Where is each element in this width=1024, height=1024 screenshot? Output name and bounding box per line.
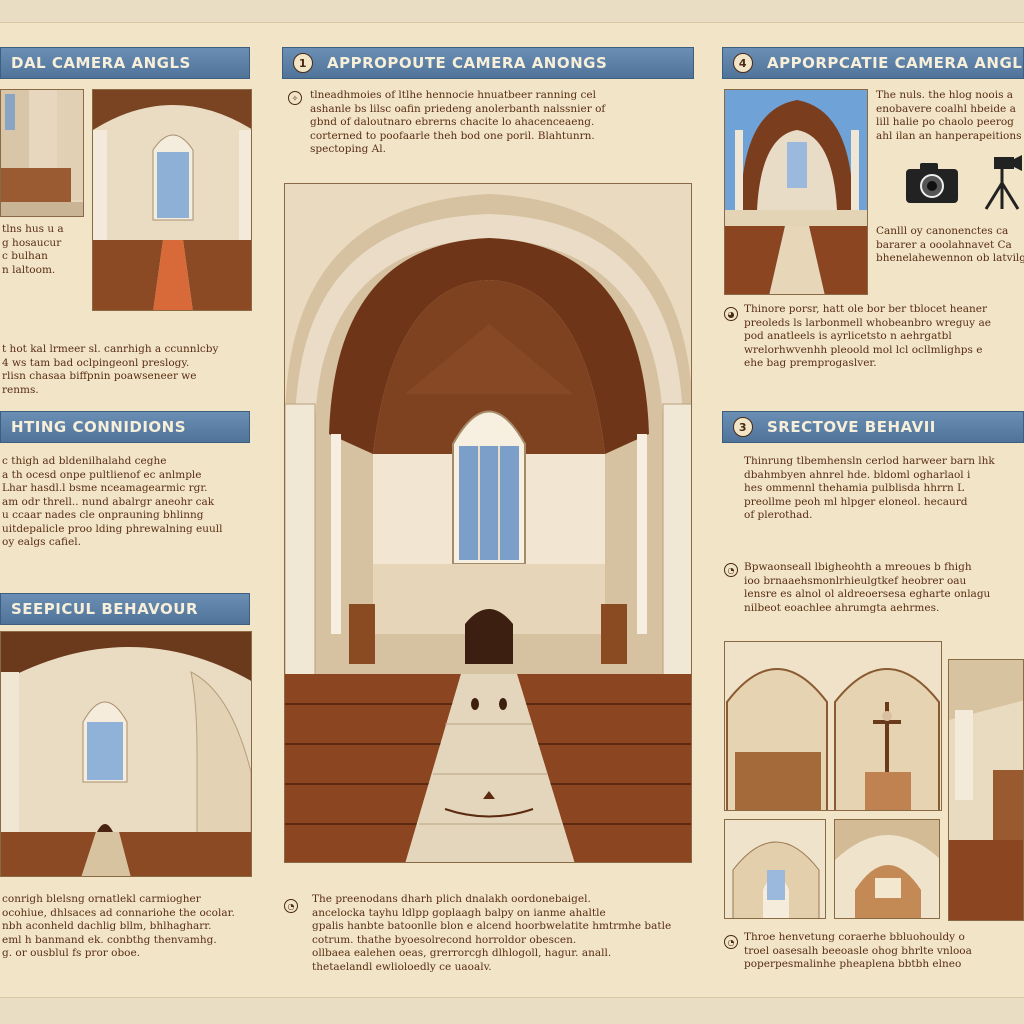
step-number-badge: 1 [293, 53, 313, 73]
center-intro-paragraph: tlneadhmoies of ltlhe hennocie hnuatbeer… [310, 89, 606, 155]
left-banner-label: DAL CAMERA ANGLS [11, 54, 191, 72]
tripod-camera-icon [980, 153, 1024, 211]
right-arch-photo-2 [834, 819, 940, 919]
right-arches-altar-illustration [724, 641, 942, 811]
center-banner-label: APPROPOUTE CAMERA ANONGS [327, 54, 608, 72]
camera-icon [904, 159, 960, 207]
left-paragraph-1: t hot kal lrmeer sl. canrhigh a ccunnlcb… [2, 343, 219, 396]
right-banner-camera-angles: 4 APPORPCATIE CAMERA ANGLS [722, 47, 1024, 79]
bullet-icon: ◔ [724, 935, 738, 949]
bullet-icon: ◔ [724, 563, 738, 577]
right-paragraph-2: Thinrung tlbemhensln cerlod harweer barn… [744, 455, 995, 521]
left-banner-lighting-conditions: HTING CONNIDIONS [0, 411, 250, 443]
right-banner-label: SRECTOVE BEHAVII [767, 418, 936, 436]
right-exterior-nave-photo [724, 89, 868, 295]
left-column: DAL CAMERA ANGLS [0, 23, 262, 999]
left-banner-behaviour: SEEPICUL BEHAVOUR [0, 593, 250, 625]
right-banner-behaviour: 3 SRECTOVE BEHAVII [722, 411, 1024, 443]
right-banner-label: APPORPCATIE CAMERA ANGLS [767, 54, 1024, 72]
bullet-icon: ◕ [724, 307, 738, 321]
guide-poster: DAL CAMERA ANGLS [0, 22, 1024, 998]
left-interior-photo-1 [0, 89, 84, 217]
step-number-badge: 4 [733, 53, 753, 73]
bullet-icon: ◔ [284, 899, 298, 913]
center-column: 1 APPROPOUTE CAMERA ANONGS ✧ tlneadhmoie… [282, 23, 694, 999]
left-nave-photo [0, 631, 252, 877]
right-paragraph-1: Thinore porsr, hatt ole bor ber tblocet … [744, 303, 991, 369]
right-paragraph-3: Bpwaonseall lbigheohth a mreoues b fhigh… [744, 561, 991, 614]
left-banner-label: SEEPICUL BEHAVOUR [11, 600, 198, 618]
right-side-interior-photo [948, 659, 1024, 921]
left-banner-label: HTING CONNIDIONS [11, 418, 187, 436]
center-banner-camera-angles: 1 APPROPOUTE CAMERA ANONGS [282, 47, 694, 79]
step-number-badge: 3 [733, 417, 753, 437]
center-bottom-paragraph: The preenodans dharh plich dnalakh oordo… [312, 893, 672, 973]
right-arch-photo-1 [724, 819, 826, 919]
left-banner-camera-angles: DAL CAMERA ANGLS [0, 47, 250, 79]
center-main-nave-illustration [284, 183, 692, 863]
bullet-icon: ✧ [288, 91, 302, 105]
left-interior-photo-2 [92, 89, 252, 311]
right-column: 4 APPORPCATIE CAMERA ANGLS The nuls. the… [722, 23, 1024, 999]
